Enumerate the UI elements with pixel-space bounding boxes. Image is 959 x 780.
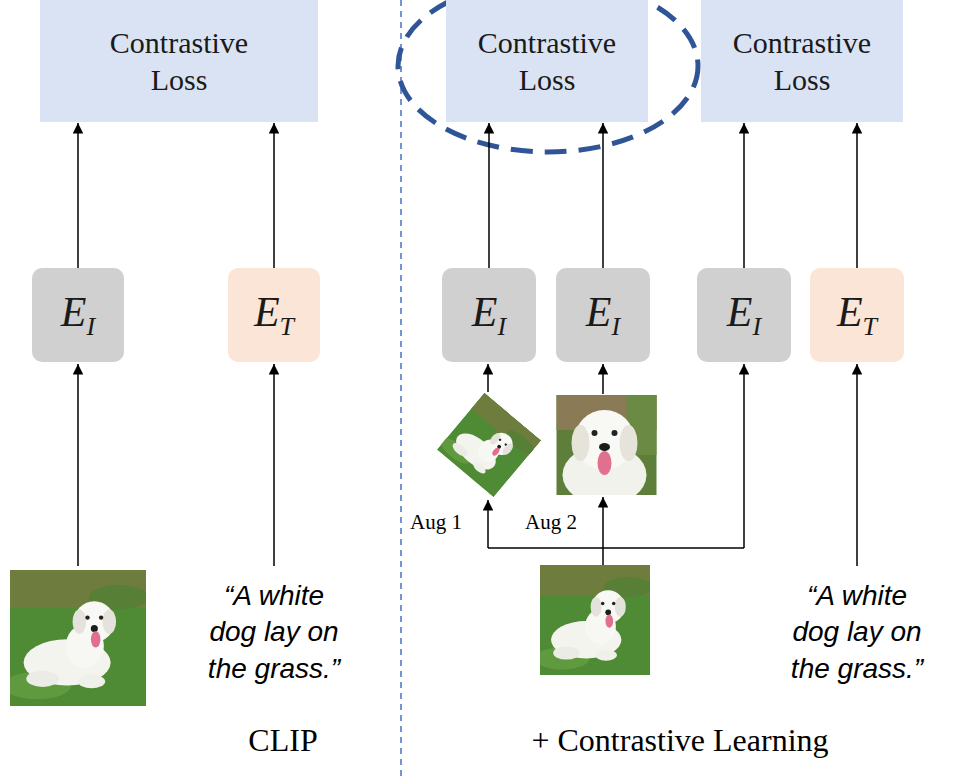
input-wires	[78, 364, 857, 566]
symbol-letter: E	[727, 289, 753, 335]
connector-arrow	[856, 123, 858, 268]
caption-text: “A white dog lay on the grass.”	[784, 578, 930, 687]
symbol-letter: E	[61, 289, 87, 335]
input-arrow	[487, 364, 489, 392]
symbol-subscript: T	[280, 312, 294, 341]
highlight-ellipse	[398, 0, 698, 152]
symbol-subscript: I	[752, 312, 761, 341]
loss-box: Contrastive Loss	[446, 0, 648, 122]
image-encoder-box: EI	[442, 268, 536, 362]
divider-line	[400, 0, 402, 780]
text-encoder-box: ET	[810, 268, 904, 362]
loss-label: Contrastive Loss	[717, 24, 887, 99]
dog-photo	[434, 390, 542, 498]
loss-box: Contrastive Loss	[40, 0, 318, 122]
image-encoder-box: EI	[556, 268, 650, 362]
encoder-symbol: ET	[837, 288, 877, 342]
input-arrow	[487, 500, 489, 548]
symbol-letter: E	[586, 289, 612, 335]
loss-box: Contrastive Loss	[701, 0, 903, 122]
augmented-photo	[434, 390, 542, 498]
panel-title: CLIP	[203, 722, 363, 759]
encoder-symbol: EI	[472, 288, 506, 342]
symbol-subscript: I	[611, 312, 620, 341]
input-wire	[602, 548, 604, 565]
input-wire	[488, 547, 744, 549]
connector-arrow	[273, 123, 275, 268]
symbol-subscript: I	[86, 312, 95, 341]
dog-photo	[3, 570, 149, 706]
encoder-symbol: ET	[254, 288, 294, 342]
encoder-symbol: EI	[61, 288, 95, 342]
connector-arrow	[77, 123, 79, 268]
dog-photo	[535, 565, 653, 675]
connector-arrow	[488, 123, 490, 268]
symbol-letter: E	[472, 289, 498, 335]
input-arrow	[602, 497, 604, 548]
caption-text: “A white dog lay on the grass.”	[201, 578, 347, 687]
input-arrow	[273, 364, 275, 566]
panel-title: + Contrastive Learning	[440, 722, 920, 759]
symbol-letter: E	[254, 289, 280, 335]
text-encoder-box: ET	[228, 268, 320, 362]
connector-arrow	[743, 123, 745, 268]
input-arrow	[77, 364, 79, 566]
image-encoder-box: EI	[32, 268, 124, 362]
input-arrow	[743, 364, 745, 548]
encoder-symbol: EI	[586, 288, 620, 342]
symbol-subscript: I	[497, 312, 506, 341]
symbol-letter: E	[837, 289, 863, 335]
augmentation-label: Aug 1	[410, 510, 480, 535]
symbol-subscript: T	[863, 312, 877, 341]
input-arrow	[602, 364, 604, 394]
input-arrow	[856, 364, 858, 566]
augmentation-label: Aug 2	[525, 510, 595, 535]
connector-arrow	[602, 123, 604, 268]
loss-label: Contrastive Loss	[94, 24, 264, 99]
image-encoder-box: EI	[697, 268, 791, 362]
augmented-photo	[557, 395, 657, 505]
encoder-symbol: EI	[727, 288, 761, 342]
loss-label: Contrastive Loss	[462, 24, 632, 99]
